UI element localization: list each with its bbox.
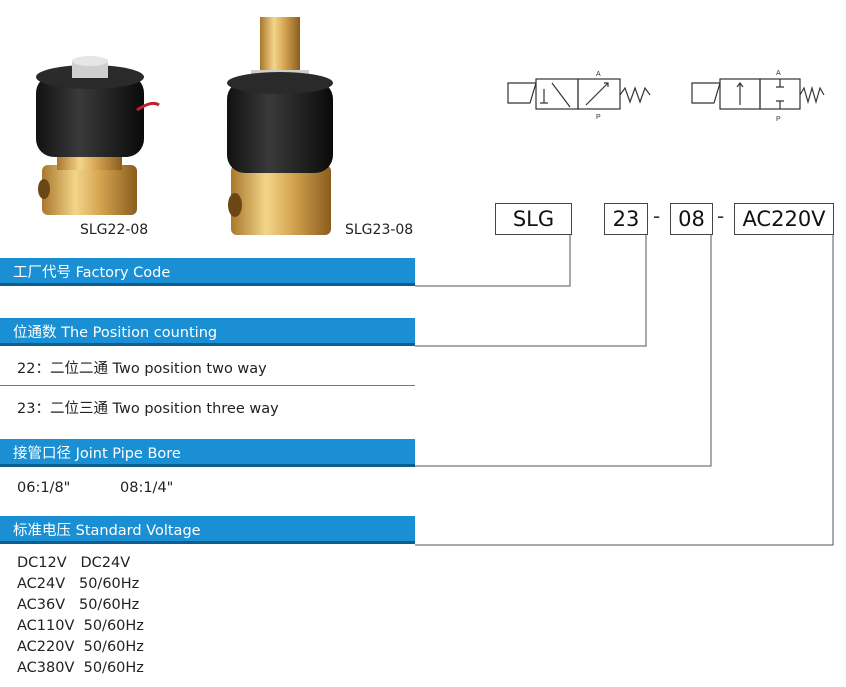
voltage-item: DC12V DC24V [17, 555, 131, 571]
valve-symbol-2way: A P [691, 70, 825, 123]
valve-image-slg22 [36, 56, 160, 215]
code-separator-1: - [653, 204, 661, 228]
port-label-p2: P [776, 116, 781, 123]
bore-item-06: 06:1/8" [17, 480, 71, 496]
product-caption-slg22: SLG22-08 [80, 222, 149, 238]
voltage-item: AC36V 50/60Hz [17, 597, 140, 613]
valve-image-slg23 [227, 17, 333, 235]
code-position-box: 23 [604, 203, 648, 235]
section-title-position: 位通数 The Position counting [13, 325, 218, 341]
section-title-voltage: 标准电压 Standard Voltage [13, 523, 201, 539]
position-item-23: 23：二位三通 Two position three way [17, 401, 279, 417]
section-bar-pipe-bore: 接管口径 Joint Pipe Bore [0, 439, 415, 467]
voltage-item: AC110V 50/60Hz [17, 618, 144, 634]
voltage-item: AC380V 50/60Hz [17, 660, 144, 676]
code-series-box: SLG [495, 203, 572, 235]
code-voltage-box: AC220V [734, 203, 834, 235]
port-label-a: A [596, 71, 601, 78]
product-caption-slg23: SLG23-08 [345, 222, 414, 238]
valve-symbol-3way: A P [507, 71, 651, 121]
section-title-factory-code: 工厂代号 Factory Code [13, 265, 171, 281]
port-label-p: P [596, 114, 601, 121]
section-bar-position: 位通数 The Position counting [0, 318, 415, 346]
section-title-pipe-bore: 接管口径 Joint Pipe Bore [13, 446, 181, 462]
position-divider [0, 385, 415, 386]
code-separator-2: - [717, 204, 725, 228]
position-item-22: 22：二位二通 Two position two way [17, 361, 267, 377]
bore-item-08: 08:1/4" [120, 480, 174, 496]
voltage-item: AC24V 50/60Hz [17, 576, 140, 592]
port-label-a2: A [776, 70, 781, 77]
voltage-item: AC220V 50/60Hz [17, 639, 144, 655]
section-bar-voltage: 标准电压 Standard Voltage [0, 516, 415, 544]
section-bar-factory-code: 工厂代号 Factory Code [0, 258, 415, 286]
code-bore-box: 08 [670, 203, 713, 235]
